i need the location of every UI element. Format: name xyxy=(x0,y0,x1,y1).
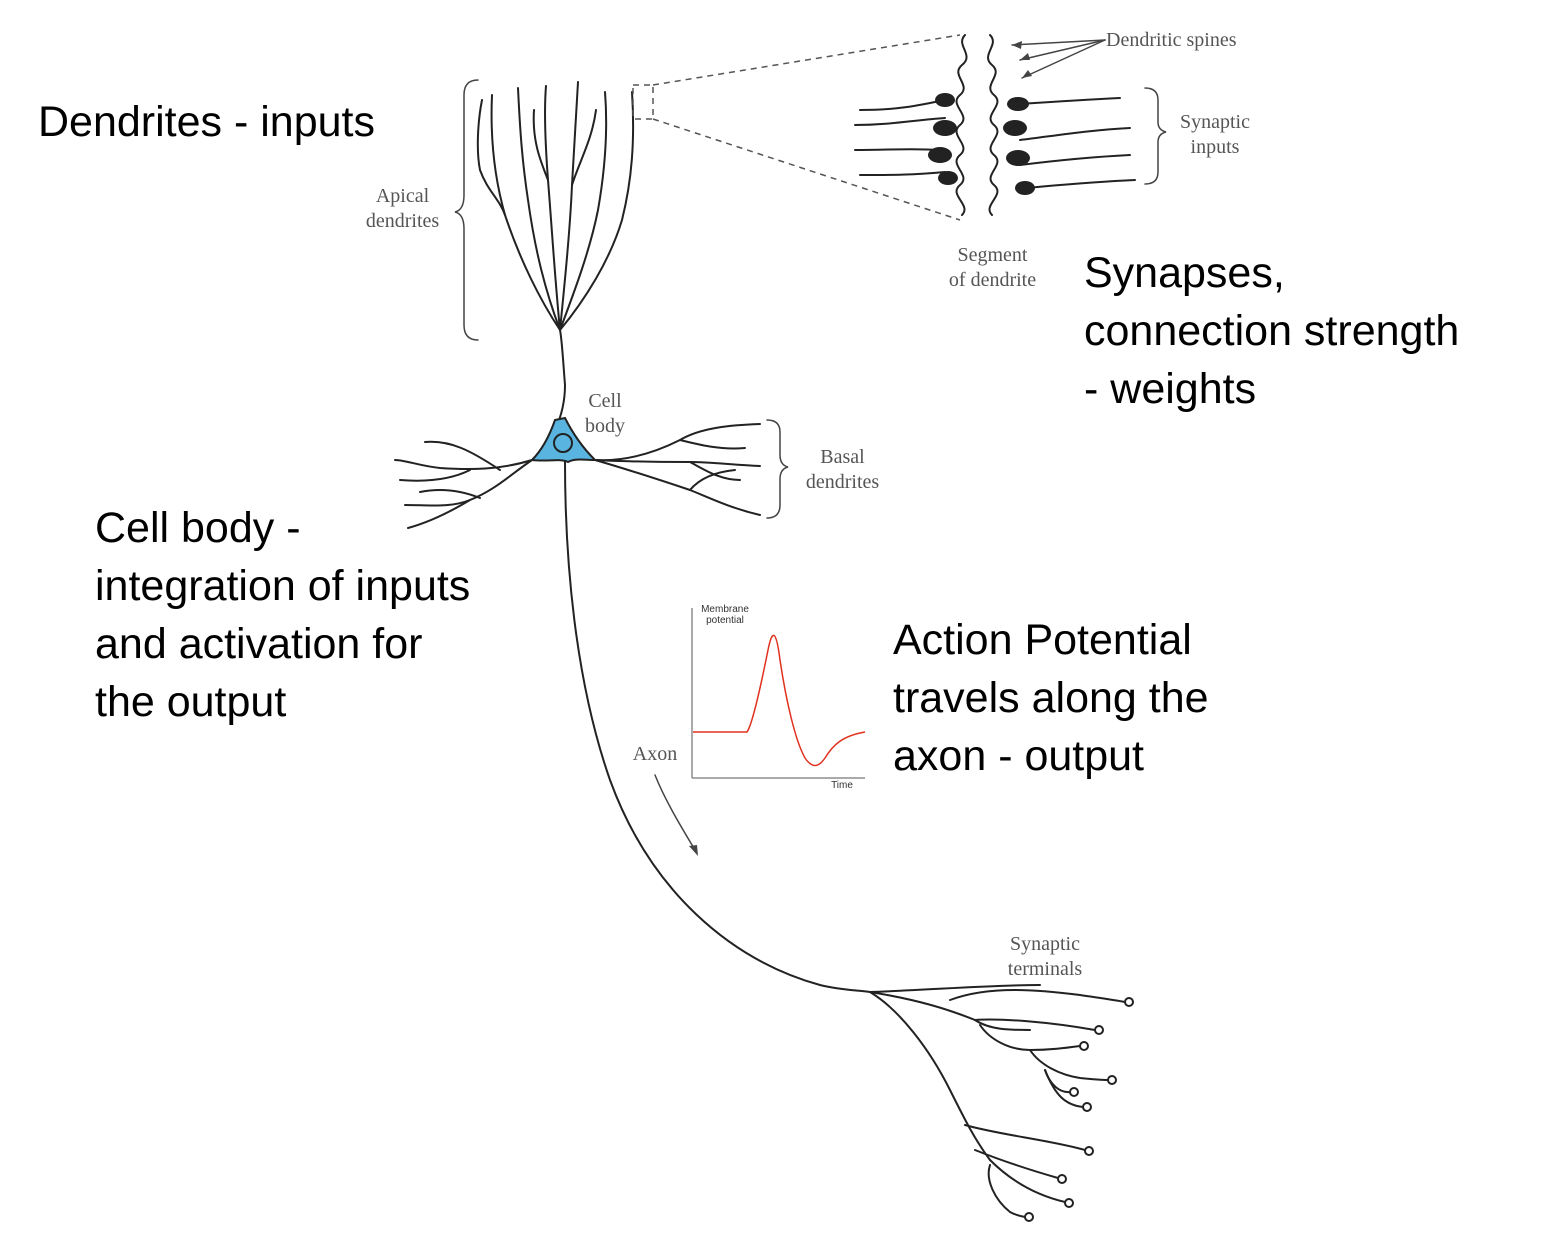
label-axon: Axon xyxy=(632,743,678,765)
plot-xlabel: Time xyxy=(831,780,853,791)
annotation-action-potential: Action Potential travels along the axon … xyxy=(893,616,1209,780)
apical-dendrites xyxy=(476,81,635,386)
annotation-cell-body: Cell body - integration of inputs and ac… xyxy=(95,504,471,726)
axon-direction-arrow xyxy=(654,774,698,856)
apical-bracket xyxy=(454,79,479,341)
action-potential-curve xyxy=(693,634,866,767)
annotation-dendrites: Dendrites - inputs xyxy=(38,98,375,146)
basal-bracket xyxy=(766,419,789,519)
cell-body xyxy=(529,384,598,464)
label-synaptic-terminals: Synaptic terminals xyxy=(1007,933,1083,980)
axon xyxy=(564,461,1134,1222)
zoom-indicator xyxy=(632,34,961,221)
label-apical-dendrites: Apical dendrites xyxy=(365,185,440,232)
annotation-synapses: Synapses, connection strength - weights xyxy=(1084,249,1460,413)
dendrite-segment xyxy=(854,34,1136,216)
basal-dendrites-right xyxy=(594,423,761,516)
membrane-potential-plot xyxy=(691,608,866,779)
label-cell-body: Cell body xyxy=(585,390,625,437)
label-segment-of-dendrite: Segment of dendrite xyxy=(948,244,1037,291)
label-synaptic-inputs: Synaptic inputs xyxy=(1180,111,1250,158)
synaptic-inputs-bracket xyxy=(1144,87,1167,185)
plot-ylabel: Membrane potential xyxy=(701,604,749,626)
label-basal-dendrites: Basal dendrites xyxy=(805,446,880,493)
basal-dendrites-left xyxy=(394,440,533,529)
label-dendritic-spines: Dendritic spines xyxy=(1106,29,1237,51)
